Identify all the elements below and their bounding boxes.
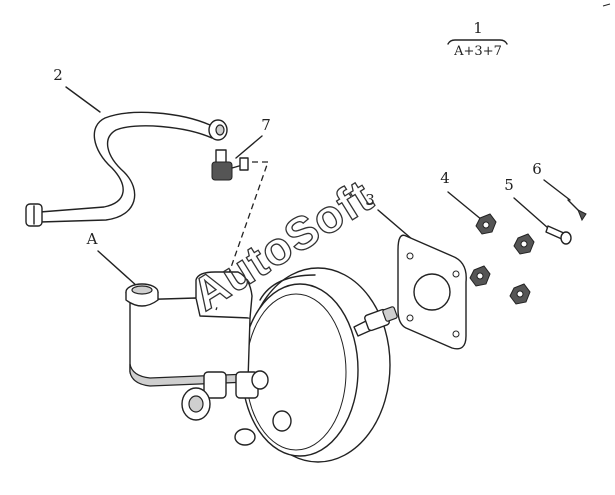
callout-5-leader	[513, 197, 549, 229]
brake-booster	[234, 267, 398, 463]
callout-6-leader	[543, 179, 571, 201]
callout-7-leader	[235, 135, 263, 159]
check-valve	[211, 149, 249, 181]
vacuum-hose	[25, 111, 228, 227]
callout-A-leader	[97, 250, 139, 288]
corner-mark	[602, 3, 611, 7]
callout-3-label: 3	[365, 191, 375, 209]
clevis-pin	[545, 225, 572, 245]
callout-4-leader	[447, 191, 483, 221]
callout-2-label: 2	[53, 66, 63, 84]
nuts	[469, 213, 535, 305]
cotter-pin	[567, 199, 587, 222]
callout-A-label: A	[86, 230, 98, 248]
assembly-dashed-line	[215, 161, 269, 311]
callout-6-label: 6	[532, 160, 542, 178]
callout-1-bracket	[447, 39, 508, 45]
callout-5-label: 5	[504, 176, 514, 194]
master-cylinder	[125, 271, 269, 421]
callout-2-leader	[65, 86, 101, 113]
callout-4-label: 4	[440, 169, 450, 187]
callout-1-label: 1	[473, 19, 483, 37]
callout-1-formula: A+3+7	[453, 44, 502, 59]
callout-7-label: 7	[261, 116, 271, 134]
gasket-plate	[397, 234, 467, 350]
